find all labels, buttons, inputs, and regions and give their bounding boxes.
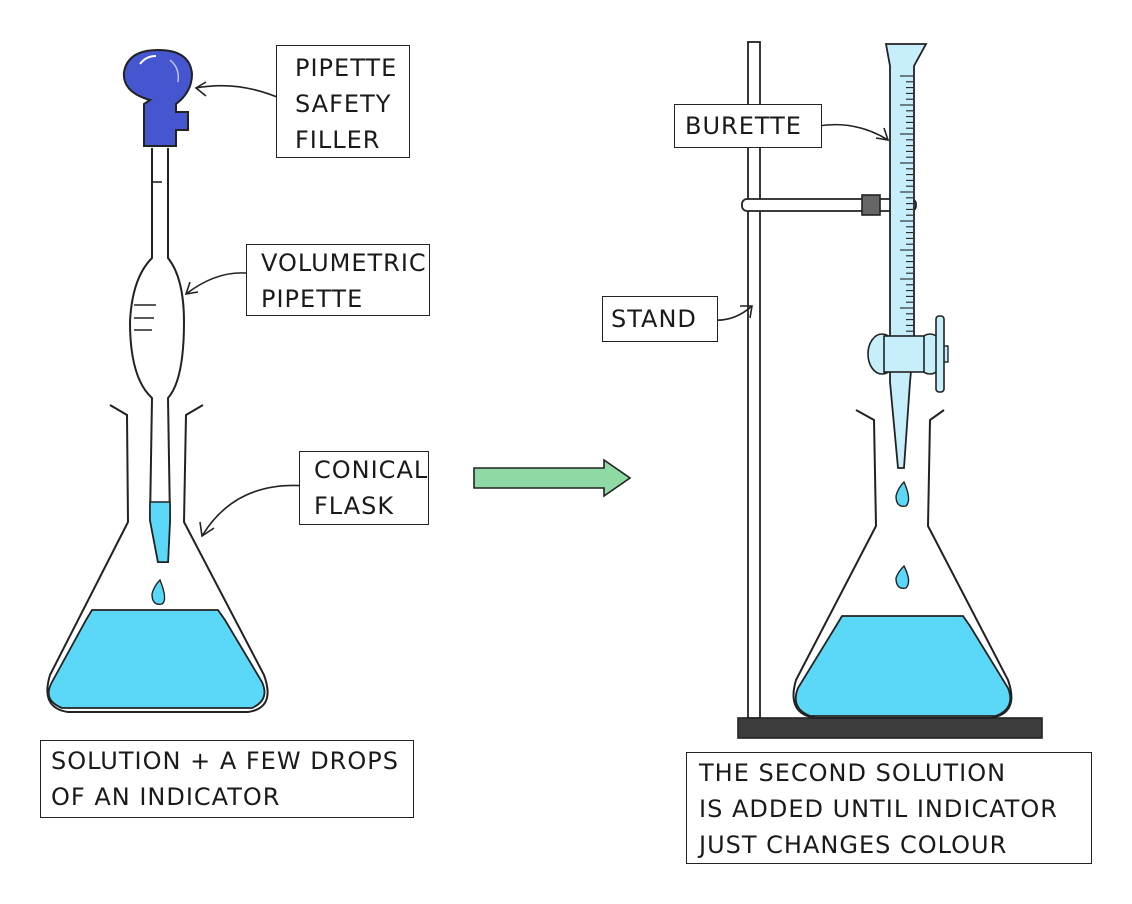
left-flask-liquid: [47, 609, 266, 709]
label-line: SAFETY: [295, 90, 392, 118]
label-line: PIPETTE: [261, 285, 364, 313]
label-conical-flask: CONICAL FLASK: [299, 451, 429, 525]
label-line: VOLUMETRIC: [261, 249, 427, 277]
drop-icon: [895, 564, 910, 589]
right-conical-flask: [792, 409, 1013, 719]
label-line: CONICAL: [314, 456, 429, 484]
pipette-filler-icon: [122, 48, 194, 147]
caption-line: OF AN INDICATOR: [51, 783, 281, 811]
drop-icon: [895, 480, 910, 507]
caption-line: SOLUTION + A FEW DROPS: [51, 747, 399, 775]
caption-line: IS ADDED UNTIL INDICATOR: [699, 795, 1058, 823]
drop-icon: [151, 578, 166, 605]
burette-scale: [900, 75, 913, 332]
right-flask-liquid: [794, 615, 1012, 717]
pointer-flask: [201, 484, 308, 537]
label-line: BURETTE: [685, 112, 802, 140]
label-pipette-safety-filler: PIPETTE SAFETY FILLER: [276, 45, 410, 158]
label-stand: STAND: [602, 296, 718, 342]
caption-line: JUST CHANGES COLOUR: [699, 831, 1008, 859]
pipette-liquid: [149, 501, 171, 563]
pointer-burette: [817, 123, 889, 141]
caption-left: SOLUTION + A FEW DROPS OF AN INDICATOR: [40, 740, 414, 818]
pointer-filler: [195, 84, 285, 101]
label-line: FILLER: [295, 126, 381, 154]
pointer-pipette: [185, 272, 255, 295]
right-arrow-icon: [473, 458, 632, 498]
label-line: STAND: [611, 305, 697, 333]
stopcock-icon: [867, 315, 949, 393]
caption-right: THE SECOND SOLUTION IS ADDED UNTIL INDIC…: [686, 752, 1092, 864]
label-line: FLASK: [314, 492, 395, 520]
pointer-stand: [711, 305, 753, 322]
label-volumetric-pipette: VOLUMETRIC PIPETTE: [246, 244, 430, 316]
caption-line: THE SECOND SOLUTION: [699, 759, 1007, 787]
left-conical-flask: [46, 404, 269, 713]
clamp-boss: [861, 194, 881, 216]
label-line: PIPETTE: [295, 54, 398, 82]
label-burette: BURETTE: [674, 104, 822, 148]
stand-base: [737, 717, 1043, 739]
volumetric-pipette: [128, 148, 186, 563]
